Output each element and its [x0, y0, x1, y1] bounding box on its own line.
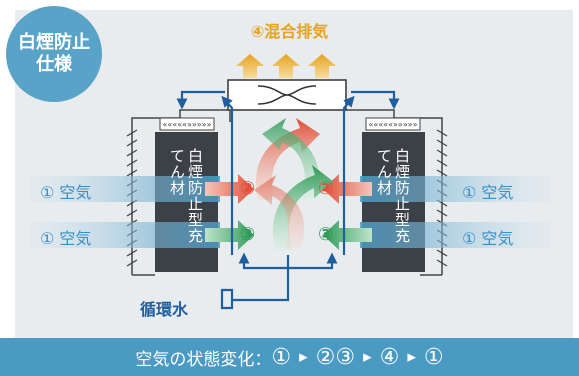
- stage-3-left: ③: [240, 224, 256, 245]
- distribution-trays: «««««»»»»» «««««»»»»»: [159, 117, 421, 131]
- state-change-prefix: 空気の状態変化：: [135, 349, 272, 370]
- state-2-3: ②③: [315, 344, 356, 370]
- badge-line-2: 仕様: [36, 54, 72, 75]
- stage-2-left: ②: [240, 178, 256, 199]
- svg-text:«««««»»»»»: «««««»»»»»: [163, 120, 212, 129]
- svg-text:«««««»»»»»: «««««»»»»»: [369, 120, 418, 129]
- stage-3-right: ③: [318, 224, 334, 245]
- badge-line-1: 白煙防止: [18, 31, 90, 53]
- arrow-3-icon: ▸: [407, 347, 416, 367]
- fan-unit: [227, 79, 347, 111]
- state-change-bar: 空気の状態変化： ① ▸ ②③ ▸ ④ ▸ ①: [0, 338, 579, 376]
- state-1-final: ①: [423, 344, 444, 370]
- exhaust-arrows: [236, 54, 336, 78]
- stage-2-right: ②: [318, 178, 334, 199]
- arrow-2-icon: ▸: [363, 347, 372, 367]
- state-4: ④: [379, 344, 400, 370]
- state-1: ①: [271, 344, 292, 370]
- air-inflow: [30, 176, 550, 248]
- spec-badge: 白煙防止 仕様: [6, 6, 102, 102]
- water-label: 循環水: [140, 300, 189, 319]
- air-label-right-upper: ① 空気: [462, 183, 514, 202]
- filler-label-right: 白煙防止型充てん材: [375, 148, 411, 244]
- air-label-left-lower: ① 空気: [40, 229, 92, 248]
- exhaust-label: ④混合排気: [250, 22, 329, 41]
- air-label-left-upper: ① 空気: [40, 183, 92, 202]
- arrow-1-icon: ▸: [299, 347, 308, 367]
- water-circuit: [176, 90, 400, 310]
- mixing-arrows: [254, 118, 334, 250]
- filler-label-left: 白煙防止型充てん材: [168, 148, 204, 244]
- stage-arrows: [205, 174, 372, 250]
- air-label-right-lower: ① 空気: [462, 229, 514, 248]
